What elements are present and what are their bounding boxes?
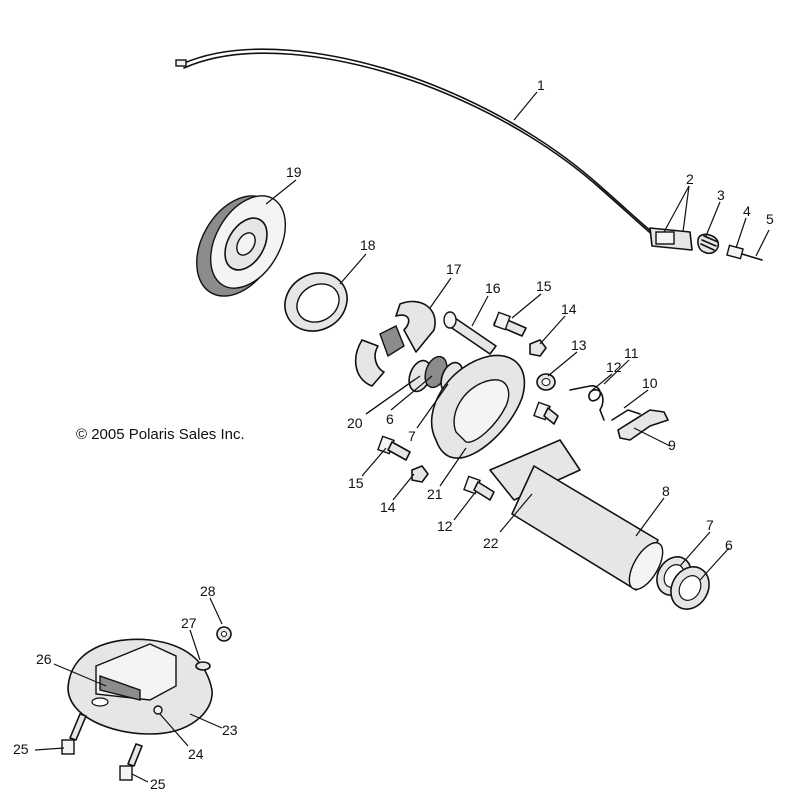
- callout-18: 18: [360, 237, 376, 253]
- callout-28: 28: [200, 583, 216, 599]
- callout-16: 16: [485, 280, 501, 296]
- callout-labels: 1 2 3 4 5 19 18 17 16 15 14 13 12 11 10 …: [13, 77, 774, 792]
- part-brake-shoes: [354, 300, 436, 387]
- callout-17: 17: [446, 261, 462, 277]
- part-bolt-15-lower: [377, 435, 411, 461]
- part-bearing-6-lower: [670, 566, 710, 610]
- copyright-notice: © 2005 Polaris Sales Inc.: [76, 426, 245, 443]
- callout-22: 22: [483, 535, 499, 551]
- callout-7-upper: 7: [408, 428, 416, 444]
- callout-11: 11: [624, 345, 639, 361]
- callout-15-upper: 15: [536, 278, 552, 294]
- leader-lines: [34, 91, 770, 783]
- part-nut-14-lower: [411, 465, 429, 483]
- callout-23: 23: [222, 722, 238, 738]
- part-cable-adjuster: [649, 227, 763, 261]
- callout-10: 10: [642, 375, 658, 391]
- callout-7-lower: 7: [706, 517, 714, 533]
- part-pin-10: [611, 409, 641, 421]
- part-nut-28: [216, 626, 232, 642]
- callout-12-upper: 12: [606, 359, 622, 375]
- part-bolt-upper: [493, 311, 527, 337]
- callout-14-lower: 14: [380, 499, 396, 515]
- callout-25-left: 25: [13, 741, 29, 757]
- part-backing-plate: [430, 354, 526, 459]
- callout-3: 3: [717, 187, 725, 203]
- callout-8: 8: [662, 483, 670, 499]
- callout-27: 27: [181, 615, 197, 631]
- callout-2: 2: [686, 171, 694, 187]
- part-cable: [175, 48, 655, 237]
- callout-20: 20: [347, 415, 363, 431]
- part-cam-shaft: [443, 311, 497, 355]
- callout-13: 13: [571, 337, 587, 353]
- callout-24: 24: [188, 746, 204, 762]
- callout-9: 9: [668, 437, 676, 453]
- part-washer-27: [195, 661, 211, 671]
- callout-19: 19: [286, 164, 302, 180]
- part-bolt-12-upper: [533, 401, 559, 425]
- callout-26: 26: [36, 651, 52, 667]
- part-guard-23: [67, 638, 213, 735]
- part-lever-9: [617, 409, 669, 441]
- part-nut-upper: [529, 339, 547, 357]
- callout-12-lower: 12: [437, 518, 453, 534]
- callout-4: 4: [743, 203, 751, 219]
- part-bolt-12-lower: [463, 475, 495, 501]
- callout-25-right: 25: [150, 776, 166, 792]
- callout-14-upper: 14: [561, 301, 577, 317]
- part-bolt-25a: [61, 713, 87, 755]
- part-brake-drum: [196, 195, 287, 297]
- callout-21: 21: [427, 486, 443, 502]
- callout-6-upper: 6: [386, 411, 394, 427]
- part-bolt-25b: [119, 743, 143, 781]
- callout-1: 1: [537, 77, 545, 93]
- part-nut-13: [536, 373, 556, 391]
- part-seal-ring: [284, 272, 348, 332]
- part-axle-housing: [489, 439, 664, 591]
- callout-5: 5: [766, 211, 774, 227]
- part-spring-11: [569, 385, 605, 421]
- callout-6-lower: 6: [725, 537, 733, 553]
- callout-15-lower: 15: [348, 475, 364, 491]
